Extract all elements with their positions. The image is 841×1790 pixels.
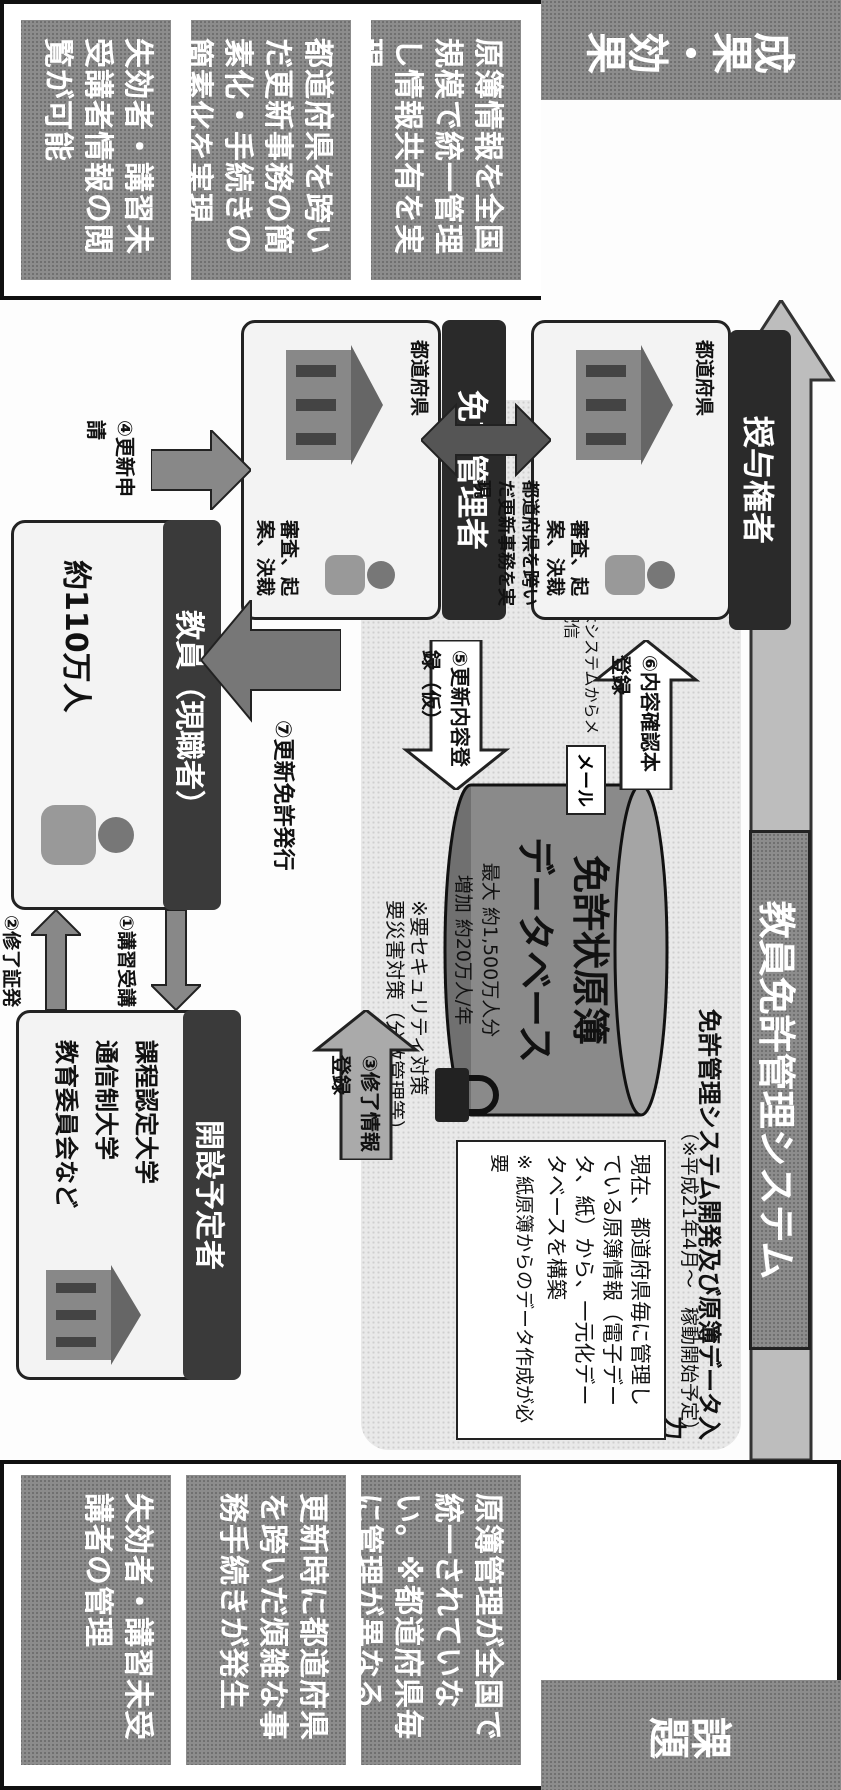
db-title-1: 免許状原簿 bbox=[568, 854, 612, 1045]
db-title-2: データベース bbox=[513, 836, 557, 1064]
organizer-item: 課程認定大学 bbox=[132, 1040, 160, 1184]
flow-2-label: ②修了証発行 bbox=[0, 915, 22, 1008]
result-item: 失効者・講習未受講者情報の閲覧が可能 bbox=[21, 20, 171, 280]
building-icon bbox=[576, 345, 673, 465]
officer-icon bbox=[325, 555, 395, 595]
issue-item: 原簿管理が全国で統一されていない。※都道府県毎に管理が異なる bbox=[350, 1475, 521, 1765]
flow-5-arrow bbox=[401, 640, 511, 790]
system-title-box: 教員免許管理システム bbox=[749, 830, 811, 1350]
result-item: 都道府県を跨いだ更新事務の簡素化・手続きの簡素化を実現 bbox=[180, 20, 351, 280]
current-note: 現在、都道府県毎に管理している原簿情報（電子データ、紙）から、一元化データベース… bbox=[544, 1154, 652, 1406]
flow-5-label: ⑤更新内容登録（仮） bbox=[419, 650, 472, 767]
cross-pref-arrow bbox=[421, 402, 551, 478]
cross-pref-note: 都道府県を跨いだ更新事務を実現 bbox=[471, 480, 540, 606]
grantor-tasks: 審査、起案、決裁 bbox=[544, 520, 590, 597]
flow-1-arrow bbox=[151, 910, 201, 1010]
flow-2-arrow bbox=[31, 910, 81, 1010]
issues-title: 課題 bbox=[649, 1710, 733, 1760]
results-header: 成果・効果 bbox=[541, 0, 841, 100]
university-icon bbox=[46, 1265, 141, 1365]
organizer-item: 通信制大学 bbox=[92, 1040, 120, 1160]
organizer-item: 教育委員会など bbox=[52, 1040, 80, 1208]
organizers-list: 課程認定大学 通信制大学 教育委員会など bbox=[46, 1040, 166, 1260]
flow-3-arrow bbox=[311, 1010, 421, 1160]
grantor-sub: 都道府県 bbox=[693, 340, 715, 417]
flow-4-label: ④更新申請 bbox=[84, 420, 137, 497]
teachers-count: 約110万人 bbox=[58, 560, 93, 713]
padlock-icon bbox=[435, 1068, 499, 1122]
officer-icon bbox=[605, 555, 675, 595]
flow-7-label: ⑦更新免許発行 bbox=[270, 720, 295, 871]
flow-3-label: ③修了情報登録 bbox=[329, 1055, 382, 1152]
issue-item: 更新時に都道府県を跨いだ煩雑な事務手続きが発生 bbox=[186, 1475, 346, 1765]
flow-6-label: ⑥内容確認本登録 bbox=[609, 655, 662, 772]
teacher-icon bbox=[41, 805, 134, 865]
building-icon bbox=[286, 345, 383, 465]
flow-7-arrow bbox=[201, 600, 341, 723]
current-note-box: 現在、都道府県毎に管理している原簿情報（電子データ、紙）から、一元化データベース… bbox=[456, 1140, 666, 1440]
dev-note: （※平成21年4月～ 稼動開始予定） bbox=[678, 1121, 700, 1440]
system-title: 教員免許管理システム bbox=[754, 900, 799, 1280]
results-title: 成果・効果 bbox=[586, 25, 796, 75]
flow-4-arrow bbox=[151, 430, 251, 510]
result-item: 原簿情報を全国規模で統一管理し情報共有を実現 bbox=[350, 20, 521, 280]
flow-6-arrow bbox=[591, 640, 701, 790]
grantor-header: 授与権者 bbox=[729, 330, 791, 630]
flow-1-label: ①講習受講 bbox=[115, 915, 137, 1008]
issue-item: 失効者・講習未受講者の管理 bbox=[21, 1475, 171, 1765]
current-note-2: ※ 紙原簿からのデータ作成が必要 bbox=[488, 1154, 535, 1423]
issues-header: 課題 bbox=[541, 1680, 841, 1790]
organizers-header: 開設予定者 bbox=[183, 1010, 241, 1380]
